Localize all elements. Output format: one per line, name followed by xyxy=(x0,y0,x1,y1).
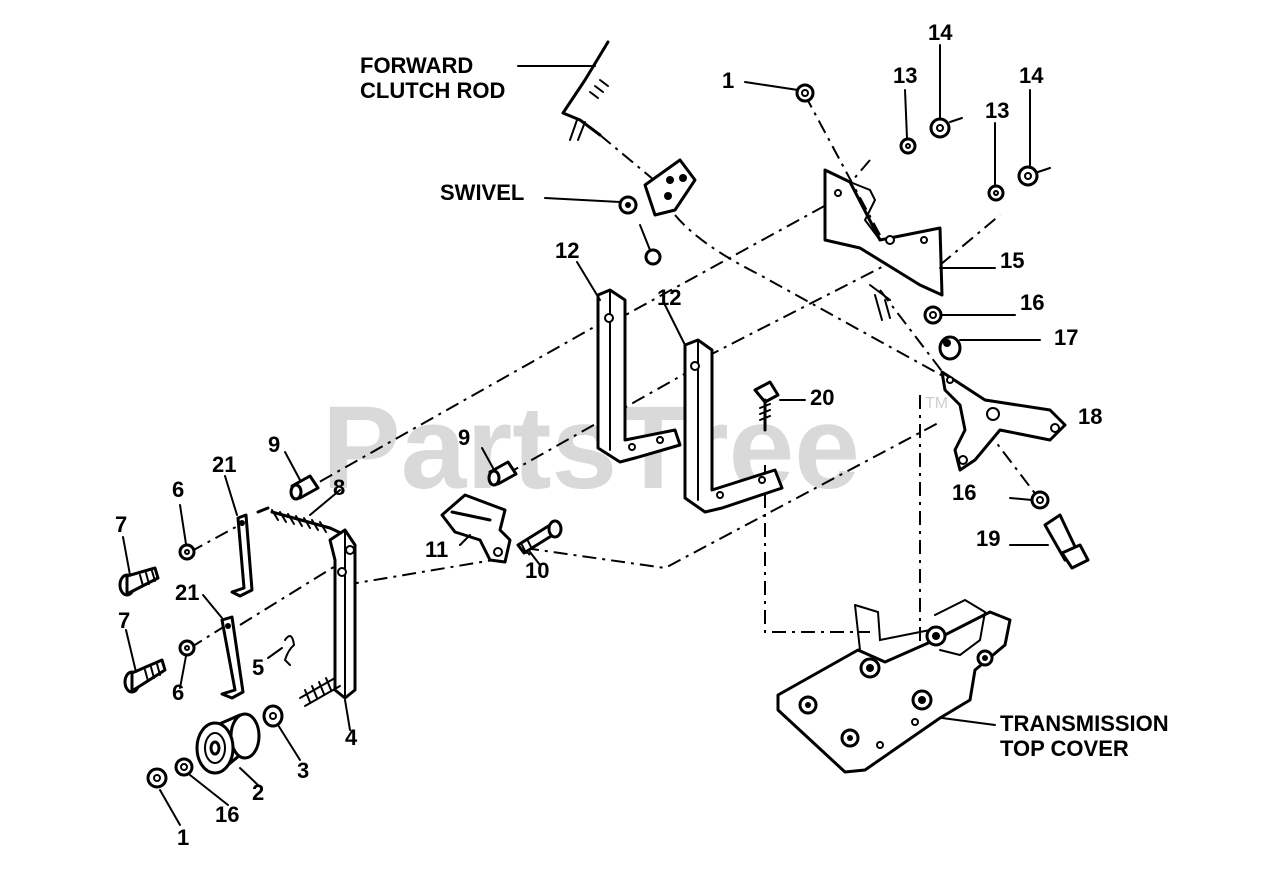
labels: FORWARD CLUTCH ROD SWIVEL TRANSMISSION T… xyxy=(360,53,1169,761)
bolt-under-bracket xyxy=(869,284,891,321)
callout-18: 18 xyxy=(1078,404,1102,429)
label-forward-clutch-rod-line1: FORWARD xyxy=(360,53,473,78)
callout-10: 10 xyxy=(525,558,549,583)
callout-15: 15 xyxy=(1000,248,1024,273)
label-transmission-line2: TOP COVER xyxy=(1000,736,1129,761)
bolt-part-20 xyxy=(753,380,780,432)
callout-9-right: 9 xyxy=(458,425,470,450)
lever-part-18 xyxy=(940,370,1067,472)
callout-11: 11 xyxy=(425,537,448,562)
callout-9-left: 9 xyxy=(268,432,280,457)
label-forward-clutch-rod-line2: CLUTCH ROD xyxy=(360,78,505,103)
callout-1-bottom: 1 xyxy=(177,825,189,850)
nut-part-1-bottom xyxy=(146,767,168,789)
callout-16-upper: 16 xyxy=(1020,290,1044,315)
callout-5: 5 xyxy=(252,655,264,680)
washer-part-6-lower xyxy=(178,639,196,657)
callout-19: 19 xyxy=(976,526,1000,551)
washer-part-16-bottom xyxy=(174,757,194,777)
callout-4: 4 xyxy=(345,725,358,750)
transmission-top-cover xyxy=(776,598,1012,774)
swivel xyxy=(618,158,697,266)
pulley-part-2 xyxy=(195,712,261,775)
washer-part-6-upper xyxy=(178,543,196,561)
label-swivel: SWIVEL xyxy=(440,180,524,205)
label-transmission-line1: TRANSMISSION xyxy=(1000,711,1169,736)
nut-part-14-a xyxy=(929,117,963,139)
nut-part-1-top xyxy=(795,83,815,103)
bolt-part-7-lower xyxy=(123,658,167,694)
callout-12-left: 12 xyxy=(555,238,579,263)
callout-17: 17 xyxy=(1054,325,1078,350)
spacer-part-9-left xyxy=(289,474,320,501)
callout-13-lower: 13 xyxy=(985,98,1009,123)
bracket-part-11 xyxy=(440,493,512,564)
callout-numbers: 1 1 2 3 4 5 6 6 7 7 8 9 9 10 11 12 12 13… xyxy=(115,20,1102,850)
callout-7-upper: 7 xyxy=(115,512,127,537)
washer-part-13-a xyxy=(899,137,917,155)
bracket-part-12-left xyxy=(596,288,682,464)
bolt-part-7-upper xyxy=(118,566,160,597)
callout-3: 3 xyxy=(297,758,309,783)
callout-14-lower: 14 xyxy=(1019,63,1044,88)
bolt-part-19 xyxy=(1043,513,1090,570)
nut-part-14-b xyxy=(1017,165,1051,187)
callout-16-lower: 16 xyxy=(952,480,976,505)
watermark-tm: TM xyxy=(925,395,948,412)
bolt-part-10 xyxy=(516,519,563,555)
callout-1-top: 1 xyxy=(722,68,734,93)
washer-part-16-lower xyxy=(1030,490,1050,510)
arm-part-4 xyxy=(299,528,357,707)
bracket-part-21-upper xyxy=(230,513,254,598)
washer-part-13-b xyxy=(987,184,1005,202)
bracket-part-21-lower xyxy=(220,615,245,700)
clip-part-5 xyxy=(283,635,296,666)
callout-21-upper: 21 xyxy=(212,452,236,477)
forward-clutch-rod xyxy=(561,40,610,141)
callout-6-upper: 6 xyxy=(172,477,184,502)
callout-14-upper: 14 xyxy=(928,20,953,45)
callout-6-lower: 6 xyxy=(172,680,184,705)
leader-lines xyxy=(122,44,1049,826)
callout-13-upper: 13 xyxy=(893,63,917,88)
spacer-part-17 xyxy=(938,335,962,361)
spacer-part-3 xyxy=(262,704,284,728)
spacer-part-9-right xyxy=(487,460,518,487)
callout-8: 8 xyxy=(333,475,345,500)
callout-12-right: 12 xyxy=(657,285,681,310)
callout-16-bottom: 16 xyxy=(215,802,239,827)
callout-21-lower: 21 xyxy=(175,580,199,605)
bracket-part-12-right xyxy=(683,338,784,514)
callout-2: 2 xyxy=(252,780,264,805)
bracket-part-15 xyxy=(823,168,944,297)
callout-7-lower: 7 xyxy=(118,608,130,633)
callout-20: 20 xyxy=(810,385,834,410)
washer-part-16-upper xyxy=(923,305,943,325)
watermark-text: PartsTree xyxy=(322,382,860,514)
